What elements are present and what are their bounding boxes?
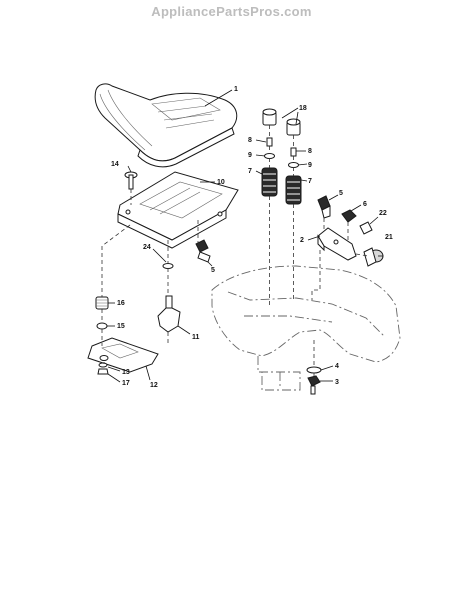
callout-22: 22 xyxy=(379,210,387,217)
callout-18: 18 xyxy=(299,105,307,112)
callout-3: 3 xyxy=(335,379,339,386)
site-watermark: AppliancePartsPros.com xyxy=(151,4,312,19)
assembly-lines xyxy=(101,125,369,376)
callout-1: 1 xyxy=(234,86,238,93)
callout-24: 24 xyxy=(143,244,151,251)
callout-9: 9 xyxy=(308,162,312,169)
leader-lines xyxy=(107,89,383,383)
callout-5: 5 xyxy=(339,190,343,197)
callout-14: 14 xyxy=(111,161,119,168)
left-hardware-stack[interactable] xyxy=(95,239,211,333)
callout-8: 8 xyxy=(308,148,312,155)
callout-15: 15 xyxy=(117,323,125,330)
callout-7: 7 xyxy=(308,178,312,185)
spring-stack-left[interactable] xyxy=(261,108,278,197)
latch-part[interactable] xyxy=(317,195,331,219)
knob-part[interactable] xyxy=(363,247,384,267)
washer-part[interactable] xyxy=(306,366,322,374)
seat-pan-part[interactable] xyxy=(117,171,239,249)
callout-10: 10 xyxy=(217,179,225,186)
callout-6: 6 xyxy=(363,201,367,208)
callout-5: 5 xyxy=(211,267,215,274)
clip-part[interactable] xyxy=(359,221,373,235)
bolt-part[interactable] xyxy=(307,375,321,395)
callout-4: 4 xyxy=(335,363,339,370)
adjuster-plate-part[interactable] xyxy=(87,337,159,375)
spring-stack-right[interactable] xyxy=(285,118,302,205)
pivot-bracket-part[interactable] xyxy=(317,227,357,261)
callout-12: 12 xyxy=(150,382,158,389)
callout-8: 8 xyxy=(248,137,252,144)
seat-part[interactable] xyxy=(94,83,238,168)
callout-11: 11 xyxy=(192,334,200,341)
callout-labels: 1 18 8 9 7 8 9 7 14 10 5 6 22 2 21 24 5 … xyxy=(111,86,393,389)
nut-part[interactable] xyxy=(341,209,357,223)
callout-2: 2 xyxy=(300,237,304,244)
callout-13: 13 xyxy=(122,369,130,376)
tractor-frame-outline xyxy=(211,265,401,391)
callout-7: 7 xyxy=(248,168,252,175)
callout-9: 9 xyxy=(248,152,252,159)
callout-21: 21 xyxy=(385,234,393,241)
carriage-bolt-part[interactable] xyxy=(124,171,138,190)
callout-16: 16 xyxy=(117,300,125,307)
callout-17: 17 xyxy=(122,380,130,387)
